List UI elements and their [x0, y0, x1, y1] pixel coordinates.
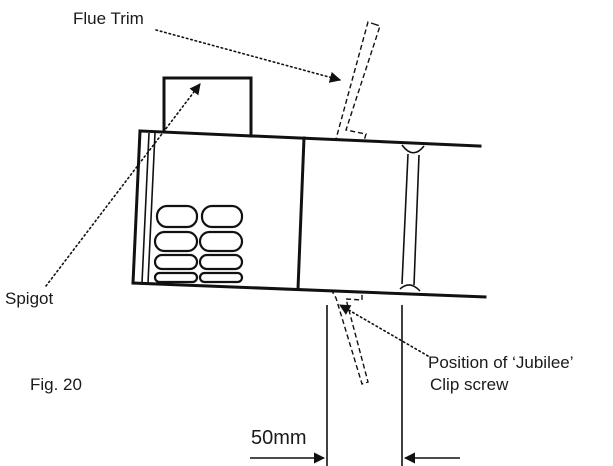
figure-label: Fig. 20 — [30, 375, 82, 394]
spigot — [162, 76, 253, 138]
dimension-50mm — [250, 305, 460, 466]
flue-trim-top — [335, 21, 381, 142]
position-label-line2: Clip screw — [430, 375, 509, 394]
clip-groove — [399, 144, 425, 292]
spigot-label: Spigot — [5, 289, 53, 308]
dimension-label: 50mm — [251, 427, 307, 449]
leader-lines — [45, 29, 429, 357]
flue-trim-bottom — [330, 290, 369, 385]
flue-trim-label: Flue Trim — [73, 9, 144, 28]
position-label-line1: Position of ‘Jubilee’ — [428, 353, 574, 372]
flue-body — [131, 129, 487, 299]
vent-slots — [153, 204, 244, 284]
